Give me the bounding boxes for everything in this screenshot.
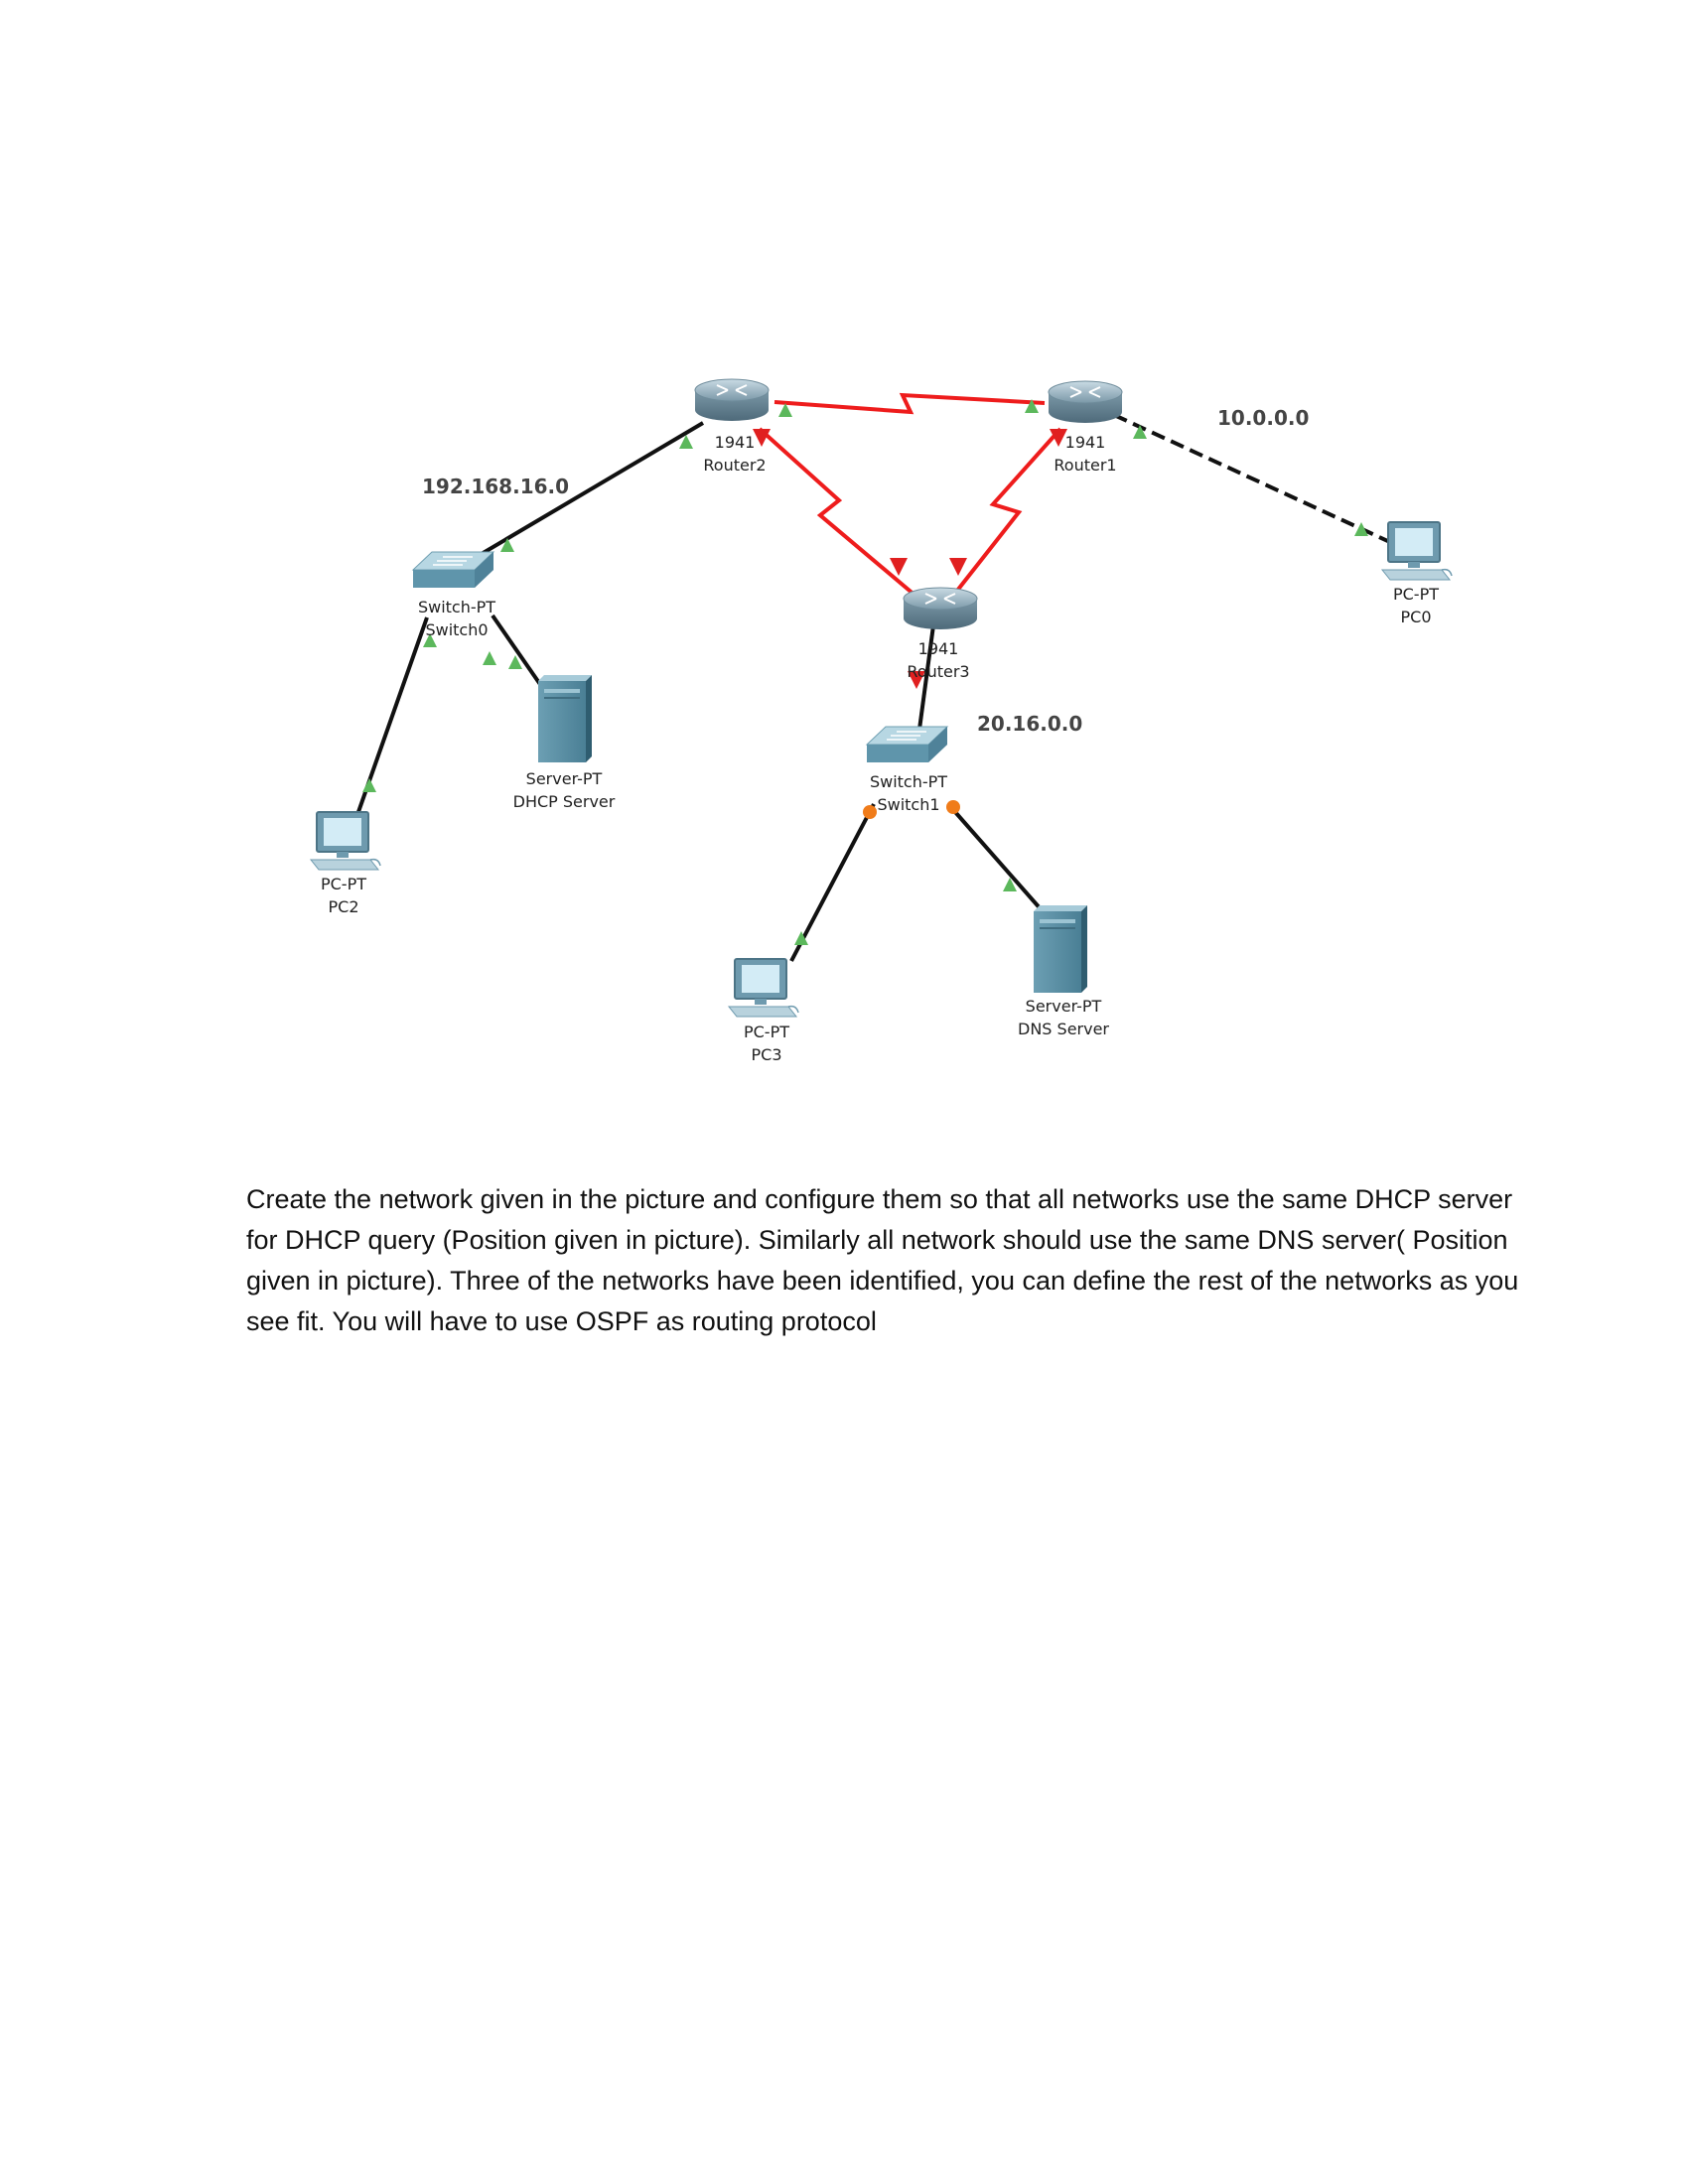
switch0-model-label: Switch-PT [418,598,495,616]
dns-server-model-label: Server-PT [1026,997,1102,1016]
ethernet-link-switch1-dns-server [946,802,1045,913]
network-label-192-168-16-0: 192.168.16.0 [422,475,569,498]
ethernet-link-router2-switch0 [473,421,705,560]
link-up-indicator [1025,399,1039,413]
router3-name-label: Router3 [907,662,969,681]
link-up-indicator [1003,878,1017,891]
router3-device[interactable]: 1941 Router3 [903,587,978,681]
router2-name-label: Router2 [703,456,766,475]
link-up-indicator [1354,522,1368,536]
router3-model-label: 1941 [918,639,959,658]
router1-model-label: 1941 [1065,433,1106,452]
link-up-indicator [483,651,496,665]
crossover-link-router1-pc0 [1113,413,1393,545]
dhcp-server-model-label: Server-PT [526,769,603,788]
pc0-name-label: PC0 [1401,608,1432,626]
link-up-indicator [1133,425,1147,439]
ethernet-link-router3-switch1 [916,624,935,738]
serial-link-router1-router3 [951,427,1062,598]
link-down-indicator [908,671,925,689]
router1-name-label: Router1 [1054,456,1116,475]
switch1-model-label: Switch-PT [870,772,947,791]
network-topology-diagram: 1941 Router2 1941 Router1 1941 Router3 [309,378,1453,1064]
network-label-10-0-0-0: 10.0.0.0 [1217,406,1309,430]
pc3-device[interactable]: PC-PT PC3 [727,958,799,1064]
link-down-indicator [949,558,967,576]
pc0-model-label: PC-PT [1393,585,1439,604]
switch1-device[interactable]: Switch-PT Switch1 [865,726,949,814]
link-up-indicator [778,403,792,417]
dns-server-name-label: DNS Server [1018,1020,1109,1038]
link-up-indicator [679,435,693,449]
link-up-indicator [508,655,522,669]
switch0-device[interactable]: Switch-PT Switch0 [411,551,495,639]
link-up-indicator [794,931,808,945]
router2-device[interactable]: 1941 Router2 [694,378,770,475]
dhcp-server-name-label: DHCP Server [513,792,616,811]
link-pending-indicator [946,800,960,814]
serial-link-router2-router1 [774,392,1046,415]
switch1-name-label: Switch1 [877,795,939,814]
link-pending-indicator [863,805,877,819]
pc-icon [309,811,381,871]
ethernet-link-switch1-pc3 [789,803,876,962]
server-icon [1034,905,1087,993]
pc2-device[interactable]: PC-PT PC2 [309,811,381,916]
network-label-20-16-0-0: 20.16.0.0 [977,712,1082,736]
switch0-name-label: Switch0 [425,620,488,639]
pc-icon [727,958,799,1018]
serial-link-router2-router3 [758,427,917,598]
link-down-indicator [890,558,908,576]
router-icon [1048,380,1123,423]
pc3-name-label: PC3 [752,1045,782,1064]
link-status-indicators [362,399,1368,945]
router1-device[interactable]: 1941 Router1 [1048,380,1123,475]
switch-icon [411,551,495,588]
switch-icon [865,726,949,762]
pc0-device[interactable]: PC-PT PC0 [1380,521,1453,626]
task-description: Create the network given in the picture … [246,1184,1519,1336]
link-up-indicator [423,633,437,647]
link-down-indicator [753,429,771,447]
pc-icon [1380,521,1453,581]
link-up-indicator [500,538,514,552]
server-icon [538,675,592,762]
router-icon [694,378,770,421]
ethernet-link-switch0-pc2 [352,616,429,827]
pc3-model-label: PC-PT [744,1023,789,1041]
link-up-indicator [362,778,376,792]
dhcp-server-device[interactable]: Server-PT DHCP Server [513,675,616,811]
router-icon [903,587,978,629]
router2-model-label: 1941 [715,433,756,452]
dns-server-device[interactable]: Server-PT DNS Server [1018,905,1109,1038]
ethernet-link-switch0-dhcp-server [491,614,548,695]
pc2-model-label: PC-PT [321,875,366,893]
link-down-indicator [1050,429,1067,447]
pc2-name-label: PC2 [329,897,359,916]
